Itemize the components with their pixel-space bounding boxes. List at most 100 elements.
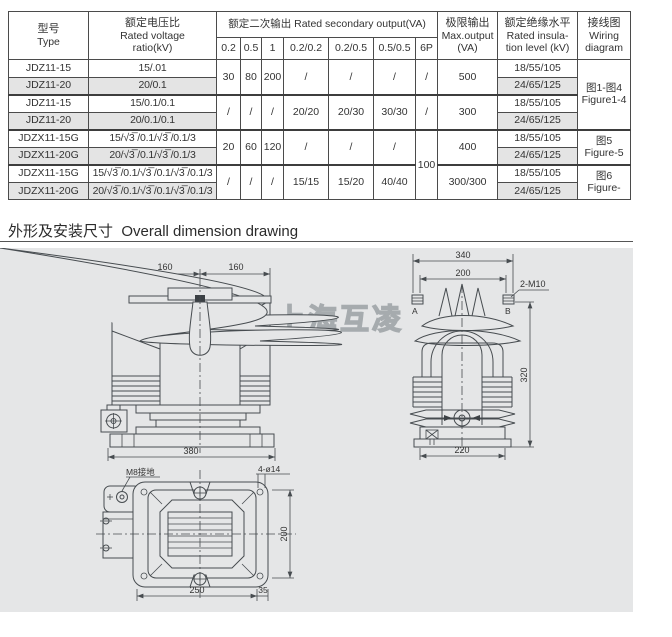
cell-type: JDZX11-15G [8, 128, 89, 148]
side-dim-inner: 200 [455, 268, 470, 278]
front-insulator-bulb [188, 301, 212, 356]
cell-output: 200 [261, 59, 284, 95]
col-header-ratio: 额定电压比 Rated voltage ratio(kV) [88, 11, 217, 60]
burden-col-6p: 6P [414, 37, 439, 60]
side-dim-bottom: 220 [454, 445, 469, 455]
side-cooling-fins [412, 376, 513, 408]
cell-output: / [283, 128, 329, 165]
col-header-max-output: 极限输出 Max.output (VA) [437, 11, 499, 60]
cell-output: 120 [261, 128, 284, 165]
cell-insulation: 24/65/125 [497, 111, 579, 130]
cell-max-output: 500 [437, 59, 499, 95]
front-cooling-ribs [112, 375, 270, 402]
cell-max-output: 300/300 [437, 163, 499, 200]
cell-output: 30 [216, 59, 241, 95]
top-view-drawing: M8接地 [96, 464, 296, 601]
front-view-drawing: 160 160 [0, 248, 342, 461]
side-dim-outer: 340 [455, 250, 470, 260]
cell-6p: / [414, 93, 439, 130]
cell-ratio: 20/0.1/0.1 [88, 111, 217, 130]
cell-output: / [261, 163, 284, 200]
cell-type: JDZ11-20 [8, 111, 89, 130]
svg-text:A: A [412, 306, 418, 316]
cell-ratio: 20/0.1 [88, 76, 217, 95]
side-base-bolt [425, 429, 439, 445]
side-terminal-a: A [411, 294, 424, 316]
top-holes-label: 4-ø14 [258, 464, 280, 474]
cell-output: / [373, 128, 416, 165]
table-row: JDZX11-20G 20/√3̅ /0.1/√3̅ /0.1/√3̅ /0.1… [8, 181, 631, 200]
cell-type: JDZX11-20G [8, 181, 89, 200]
cell-output: 20 [216, 128, 241, 165]
table-row: JDZ11-15 15/0.1/0.1 / / / 20/20 20/30 30… [8, 93, 631, 130]
cell-output: 20/20 [283, 93, 329, 130]
cell-output: 15/20 [328, 163, 374, 200]
burden-col-0205: 0.2/0.5 [328, 37, 374, 60]
cell-type: JDZX11-20G [8, 146, 89, 165]
table-row: JDZ11-20 20/0.1/0.1 24/65/125 [8, 111, 631, 130]
table-row: JDZX11-15G 15/√3̅ /0.1/√3̅ /0.1/√3̅ /0.1… [8, 163, 632, 200]
burden-col-05: 0.5 [240, 37, 262, 60]
cell-output: / [373, 59, 416, 95]
cell-wiring: 图6 Figure- [577, 163, 632, 200]
cell-insulation: 18/55/105 [497, 93, 579, 113]
side-view-drawing: 340 200 2-M10 A [409, 250, 549, 460]
cell-insulation: 24/65/125 [497, 181, 579, 200]
front-dim-right: 160 [228, 262, 243, 272]
col-header-type: 型号 Type [8, 11, 89, 60]
cell-output: / [216, 163, 241, 200]
top-dim-bottom: 250 [189, 585, 204, 595]
section-title-zh: 外形及安装尺寸 [8, 223, 114, 240]
cell-output: 30/30 [373, 93, 416, 130]
cell-output: 60 [240, 128, 262, 165]
cell-6p: / [414, 59, 439, 95]
top-dim-height: 200 [279, 526, 289, 541]
cell-type: JDZ11-15 [8, 93, 89, 113]
burden-col-1: 1 [261, 37, 284, 60]
table-row: JDZ11-15 15/.01 30 80 200 / / / / 500 18… [8, 59, 632, 130]
cell-output: 15/15 [283, 163, 329, 200]
cell-insulation: 18/55/105 [497, 128, 579, 148]
cell-insulation: 18/55/105 [497, 59, 579, 78]
col-header-type-en: Type [37, 35, 60, 48]
cell-type: JDZ11-15 [8, 59, 89, 78]
side-bolt-label: 2-M10 [520, 279, 546, 289]
col-header-insulation: 额定绝缘水平 Rated insula- tion level (kV) [497, 11, 579, 60]
cell-insulation: 24/65/125 [497, 146, 579, 165]
cell-ratio: 15/0.1/0.1 [88, 93, 217, 113]
burden-col-0505: 0.5/0.5 [373, 37, 416, 60]
side-terminal-b: B [502, 294, 515, 316]
cell-output: 80 [240, 59, 262, 95]
cell-output: / [328, 128, 374, 165]
cell-output: / [283, 59, 329, 95]
col-header-wiring: 接线图 Wiring diagram [577, 11, 632, 60]
cell-output: / [328, 59, 374, 95]
dimension-drawing-area: 上海互凌 160 160 [0, 248, 633, 612]
burden-col-0202: 0.2/0.2 [283, 37, 329, 60]
cell-ratio: 15/.01 [88, 59, 217, 78]
cell-6p: 100 [414, 128, 439, 200]
table-row: JDZX11-20G 20/√3̅ /0.1/√3̅ /0.1/3 24/65/… [8, 146, 631, 165]
cell-output: / [240, 93, 262, 130]
top-terminal-box [100, 511, 134, 559]
front-dim-bottom: 380 [183, 446, 198, 456]
cell-output: / [261, 93, 284, 130]
cell-output: 20/30 [328, 93, 374, 130]
col-header-secondary-output: 额定二次输出 Rated secondary output(VA) [215, 11, 439, 38]
cell-output: / [240, 163, 262, 200]
cell-ratio: 15/√3̅ /0.1/√3̅ /0.1/3 [88, 128, 217, 148]
dimension-drawings-svg: 160 160 [0, 248, 549, 601]
cell-type: JDZ11-20 [8, 76, 89, 95]
cell-ratio: 20/√3̅ /0.1/√3̅ /0.1/√3̅ /0.1/3 [88, 181, 217, 200]
side-dim-height: 320 [519, 367, 529, 382]
section-title: 外形及安装尺寸 Overall dimension drawing [8, 220, 648, 241]
front-dim-left: 160 [157, 262, 172, 272]
cell-wiring: 图5 Figure-5 [577, 128, 632, 165]
top-ground-label: M8接地 [126, 467, 155, 477]
top-ground-screw [107, 491, 128, 503]
section-title-en: Overall dimension drawing [121, 223, 299, 240]
table-row: JDZX11-15G 15/√3̅ /0.1/√3̅ /0.1/3 20 60 … [8, 128, 632, 200]
front-ground-terminal [100, 404, 128, 433]
cell-ratio: 15/√3̅ /0.1/√3̅ /0.1/√3̅ /0.1/3 [88, 163, 217, 183]
section-divider [0, 241, 633, 242]
